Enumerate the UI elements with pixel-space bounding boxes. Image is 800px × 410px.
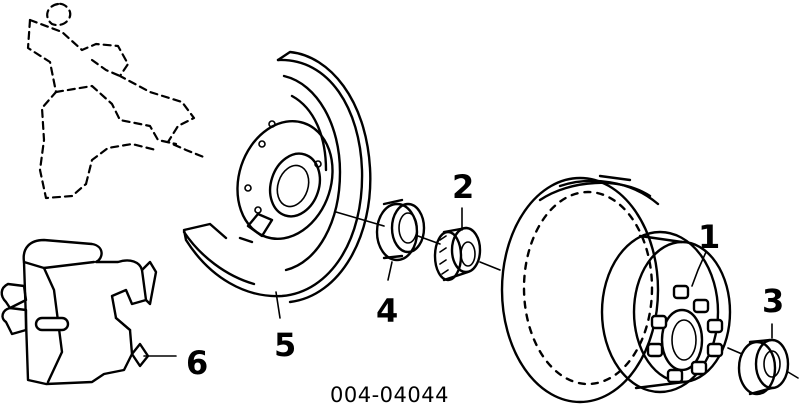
grease-seal [727,338,799,396]
wheel-studs [646,284,724,384]
steering-knuckle-outline [26,2,208,200]
callout-3: 3 [762,282,784,320]
callout-5: 5 [274,326,296,364]
callout-2: 2 [452,168,474,206]
callout-4: 4 [376,292,398,330]
callout-1: 1 [698,218,720,256]
part-code: 004-04044 [330,383,449,407]
brake-caliper [0,238,158,386]
brake-dust-shield [182,50,372,304]
brake-rotor-and-hub [500,174,732,404]
callout-6: 6 [186,344,208,382]
spindle-center-line [335,211,501,271]
outer-wheel-bearing [433,226,482,282]
callout-leader-lines [143,207,773,357]
inner-bearing-race [375,198,426,262]
